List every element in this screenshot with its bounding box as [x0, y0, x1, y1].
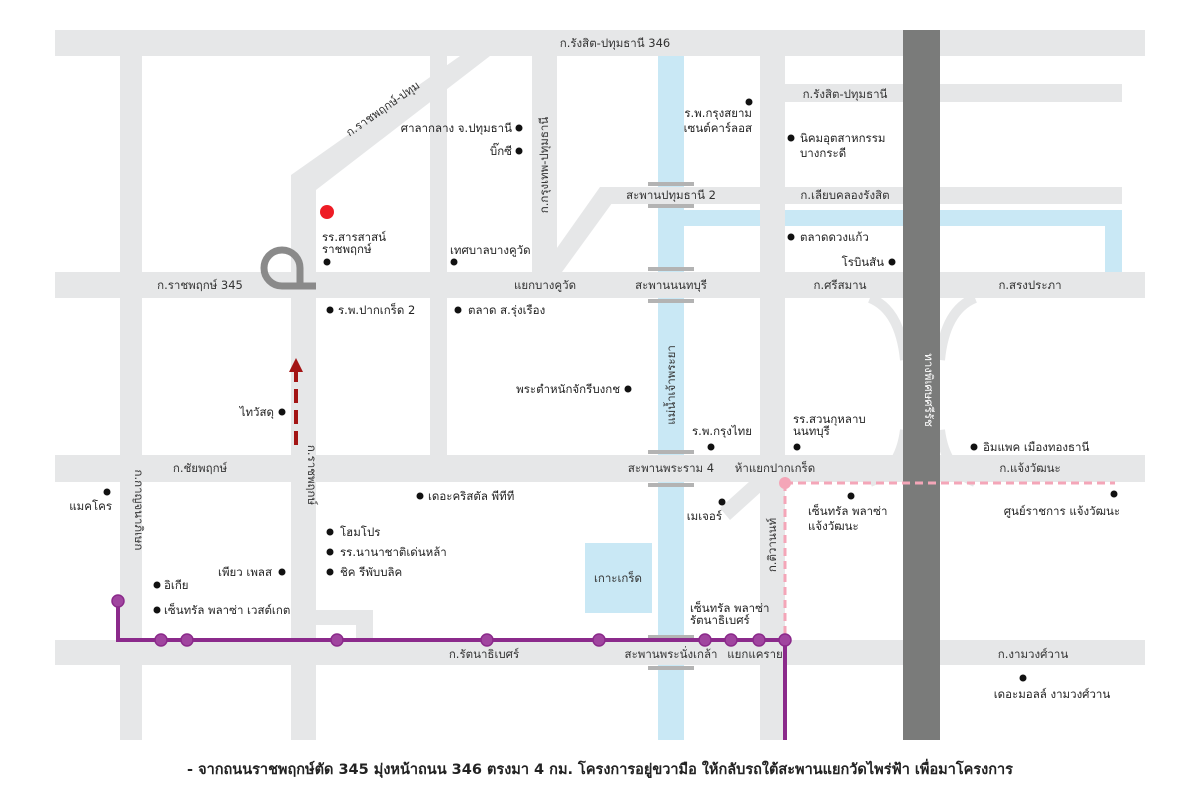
purple-line-stations — [111, 594, 792, 647]
place-label: ร.พ.ปากเกร็ด 2 — [338, 302, 415, 317]
road-345 — [55, 272, 1145, 298]
bridges — [648, 182, 694, 670]
place-label: อิเกีย — [164, 578, 189, 592]
road-label: ก.กาญจนาภิเษก — [132, 470, 146, 551]
road-label: ก.งามวงศ์วาน — [998, 647, 1069, 661]
road-label: ก.ราชพฤกษ์ 345 — [157, 278, 243, 292]
place-label: เดอะคริสตัล พีทีที — [428, 489, 514, 503]
place-label: แจ้งวัฒนะ — [808, 519, 859, 533]
bridge-label: สะพานนนทบุรี — [635, 278, 707, 292]
place-label: เมเจอร์ — [687, 509, 722, 523]
chao-phraya-river — [658, 56, 684, 740]
road-label: ก.ราชพฤกษ์ — [305, 445, 319, 506]
place-label: เซ็นทรัล พลาซ่า เวสต์เกต — [164, 602, 290, 617]
place-label: ตลาด ส.รุ่งเรือง — [468, 303, 545, 317]
road-label: ก.รังสิต-ปทุมธานี — [803, 87, 888, 101]
place-label: เซนต์คาร์ลอส — [684, 121, 752, 135]
road-label: ก.รัตนาธิเบศร์ — [449, 647, 519, 661]
place-label: เซ็นทรัล พลาซ่า — [690, 600, 769, 615]
road-rangsit-pathum — [785, 84, 1122, 102]
river-label: แม่น้ำเจ้าพระยา — [663, 345, 678, 425]
place-label: นนทบุรี — [793, 424, 830, 438]
place-label: โฮมโปร — [340, 525, 380, 539]
place-label: รร.นานาชาติเด่นหล้า — [340, 545, 447, 559]
place-label: ร.พ.กรุงไทย — [692, 424, 752, 438]
road-label: ก.ศรีสมาน — [813, 278, 866, 292]
place-label: ศูนย์ราชการ แจ้งวัฒนะ — [1004, 504, 1120, 518]
road-liap-khlong — [600, 187, 1122, 204]
road-kanchanaphisek — [120, 56, 142, 740]
pink-line-station — [779, 477, 791, 489]
place-label: บางกระดี — [800, 146, 846, 160]
road-label: แยกบางคูวัด — [514, 278, 576, 292]
place-label: เดอะมอลล์ งามวงศ์วาน — [994, 687, 1111, 701]
place-label: นิคมอุตสาหกรรม — [800, 131, 885, 145]
place-label: ไทวัสดุ — [239, 405, 274, 419]
road-label: ก.รังสิต-ปทุมธานี 346 — [560, 36, 670, 50]
island-label: เกาะเกร็ด — [594, 570, 642, 585]
bridge-label: สะพานพระราม 4 — [628, 461, 714, 475]
road-label: ก.ชัยพฤกษ์ — [173, 461, 228, 475]
roads — [55, 30, 1145, 740]
place-label: รร.สวนกุหลาบ — [793, 412, 866, 426]
place-label: ร.พ.กรุงสยาม — [684, 106, 752, 120]
road-label: ก.ติวานนท์ — [765, 518, 779, 572]
road-diagonal-bridge — [540, 187, 615, 272]
place-label: รัตนาธิเบศร์ — [690, 613, 750, 627]
place-label: อิมแพค เมืองทองธานี — [983, 440, 1090, 454]
expressway-label: ทางพิเศษศรีรัช — [922, 353, 936, 427]
arrow-head-icon — [289, 358, 303, 372]
place-label: โรบินสัน — [842, 255, 885, 269]
place-label: ตลาดดวงแก้ว — [800, 230, 869, 244]
road-tiwanon — [760, 56, 785, 740]
road-label: ก.เลียบคลองรังสิต — [800, 188, 889, 202]
road-label: แยกแคราย — [727, 647, 783, 661]
road-minor-1 — [430, 56, 447, 456]
road-label: ก.แจ้งวัฒนะ — [999, 461, 1060, 475]
place-label: รร.สารสาสน์ — [322, 230, 386, 244]
road-major — [720, 472, 772, 520]
place-label: เพียว เพลส — [218, 565, 272, 579]
u-turn-loop-icon — [260, 246, 316, 290]
place-label: ศาลากลาง จ.ปทุมธานี — [401, 121, 512, 135]
purple-line — [116, 601, 787, 740]
bridge-label: สะพานพระนั่งเกล้า — [625, 646, 718, 661]
road-label: ห้าแยกปากเกร็ด — [735, 460, 815, 475]
road-346 — [55, 30, 1145, 56]
place-label: เซ็นทรัล พลาซ่า — [808, 503, 887, 518]
place-label: ชิค รีพับบลิค — [340, 565, 402, 579]
road-bangkok-pathum — [532, 56, 557, 276]
place-label: พระตำหนักจักรีบงกช — [516, 382, 620, 396]
interchange-ramps — [867, 293, 978, 487]
road-label: ก.กรุงเทพ-ปทุมธานี — [537, 117, 551, 214]
pink-line — [783, 481, 1115, 640]
place-label: ราชพฤกษ์ — [322, 242, 372, 256]
road-label: ก.สรงประภา — [998, 278, 1061, 292]
ko-kret-island — [585, 543, 652, 613]
project-location-marker — [320, 205, 334, 219]
canal-branch — [1105, 210, 1122, 272]
place-label: แมคโคร — [69, 499, 112, 513]
place-label: บิ๊กซี — [490, 142, 512, 158]
bridge-label: สะพานปทุมธานี 2 — [626, 188, 716, 202]
place-label: เทศบาลบางคูวัด — [450, 243, 531, 257]
expressway — [903, 30, 940, 740]
directions-caption: - จากถนนราชพฤกษ์ตัด 345 มุ่งหน้าถนน 346 … — [187, 762, 1013, 778]
